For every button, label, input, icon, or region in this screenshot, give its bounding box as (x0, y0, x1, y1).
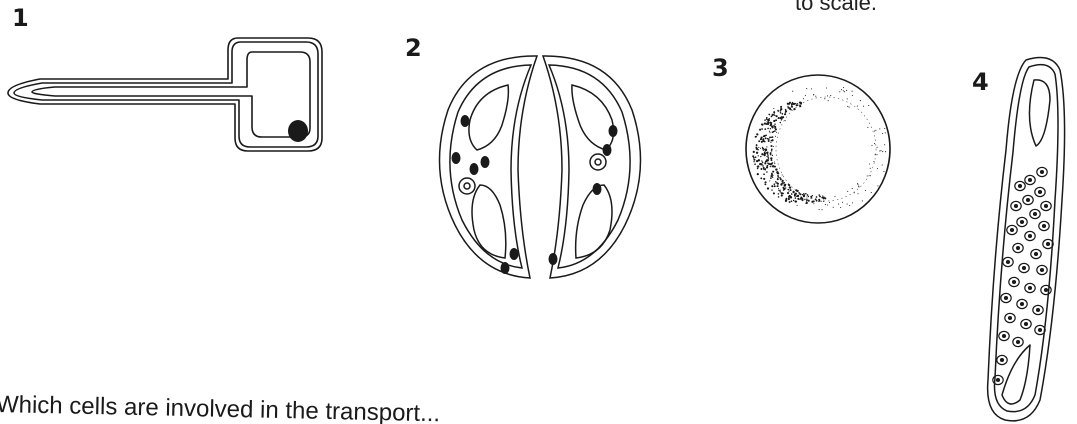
chloroplast-core (1029, 287, 1032, 290)
palisade-cell-icon (988, 58, 1065, 421)
red-blood-cell-icon (746, 75, 890, 223)
chloroplast-core (1021, 221, 1024, 224)
chloroplast-core (1023, 267, 1026, 270)
chloroplast-core (1017, 247, 1020, 250)
chloroplast-core (1021, 303, 1024, 306)
chloroplast-core (1001, 359, 1004, 362)
chloroplast-core (1034, 213, 1037, 216)
chloroplast-core (1029, 235, 1032, 238)
guard-cells-icon (439, 56, 640, 278)
chloroplast-core (1039, 329, 1042, 332)
chloroplast-core (1041, 171, 1044, 174)
chloroplast-core (1019, 185, 1022, 188)
chloroplast-core (997, 379, 1000, 382)
chloroplast-core (1045, 205, 1048, 208)
chloroplast-core (1043, 225, 1046, 228)
chloroplast-core (1041, 269, 1044, 272)
root-hair-cell-icon (8, 38, 322, 151)
chloroplast-core (1025, 323, 1028, 326)
chloroplast-core (1009, 317, 1012, 320)
chloroplast-core (1011, 229, 1014, 232)
chloroplast-core (1013, 281, 1016, 284)
chloroplast-core (1015, 205, 1018, 208)
chloroplast-core (1045, 289, 1048, 292)
chloroplast-core (1003, 335, 1006, 338)
chloroplast-core (1027, 199, 1030, 202)
chloroplast-core (1005, 297, 1008, 300)
chloroplast-core (1007, 261, 1010, 264)
chloroplast-core (1047, 243, 1050, 246)
chloroplast-core (1039, 191, 1042, 194)
chloroplast-core (1029, 179, 1032, 182)
chloroplast-core (1035, 253, 1038, 256)
chloroplast-core (1037, 309, 1040, 312)
chloroplast-core (1017, 341, 1020, 344)
